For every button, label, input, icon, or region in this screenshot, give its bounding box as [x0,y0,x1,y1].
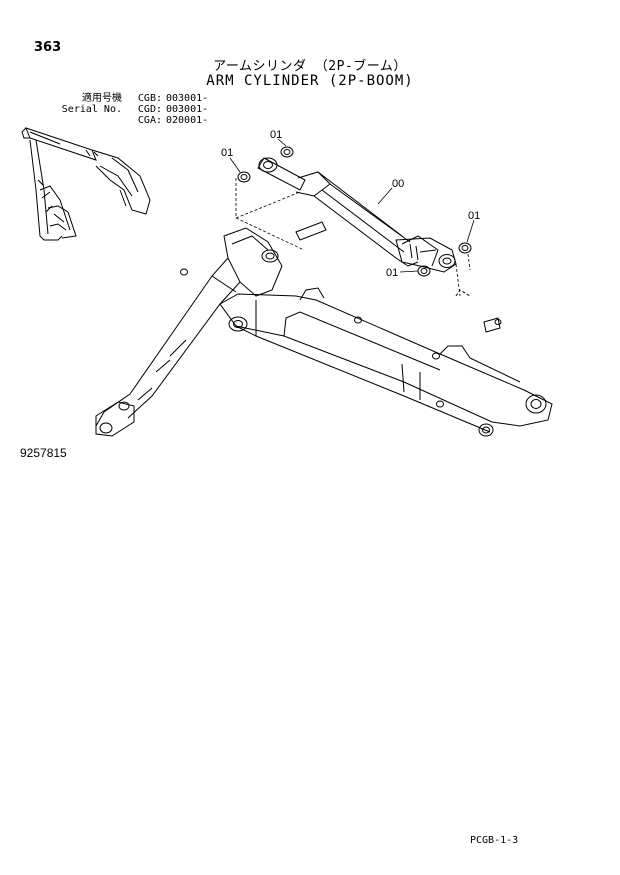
mounting-outline [235,178,471,297]
serial-row: Serial No. CGD: 003001- [58,104,208,115]
bushing-part-01 [458,242,472,254]
bushing-part-01 [280,146,294,158]
title-english: ARM CYLINDER (2P-BOOM) [206,73,414,89]
serial-code: CGB: [137,93,162,104]
serial-value: 020001- [166,115,209,126]
serial-number-table: 適用号機 CGB: 003001- Serial No. CGD: 003001… [58,93,208,126]
serial-row: 適用号機 CGB: 003001- [58,93,208,104]
serial-value: 003001- [166,104,209,115]
cylinder-head-eye-bore [442,257,452,265]
callout-label-01: 01 [221,147,233,159]
serial-label: Serial No. [61,104,122,115]
serial-label: 適用号機 [82,93,122,104]
serial-value: 003001- [166,93,209,104]
bushing-part-01 [237,171,251,183]
callout-label-01: 01 [270,129,282,141]
callout-label-01: 01 [468,210,480,222]
serial-row: CGA: 020001- [58,115,208,126]
callout-label-00: 00 [392,178,404,190]
serial-code: CGD: [137,104,162,115]
boom-assembly [95,221,553,437]
serial-code: CGA: [137,115,162,126]
footer-page-code: PCGB-1-3 [470,835,519,846]
arm-cylinder-part-00 [257,157,457,273]
callout-leader-lines [229,138,475,273]
cylinder-head-eye [438,254,456,268]
title-japanese: アームシリンダ （2P-ブーム） [213,59,407,74]
cylinder-rod-eye-bore [263,161,273,169]
drawing-number: 9257815 [20,446,67,460]
callout-label-01: 01 [386,267,398,279]
page-number: 363 [34,40,62,55]
machine-overview-thumbnail [21,127,151,241]
cylinder-rod-eye [258,157,278,173]
